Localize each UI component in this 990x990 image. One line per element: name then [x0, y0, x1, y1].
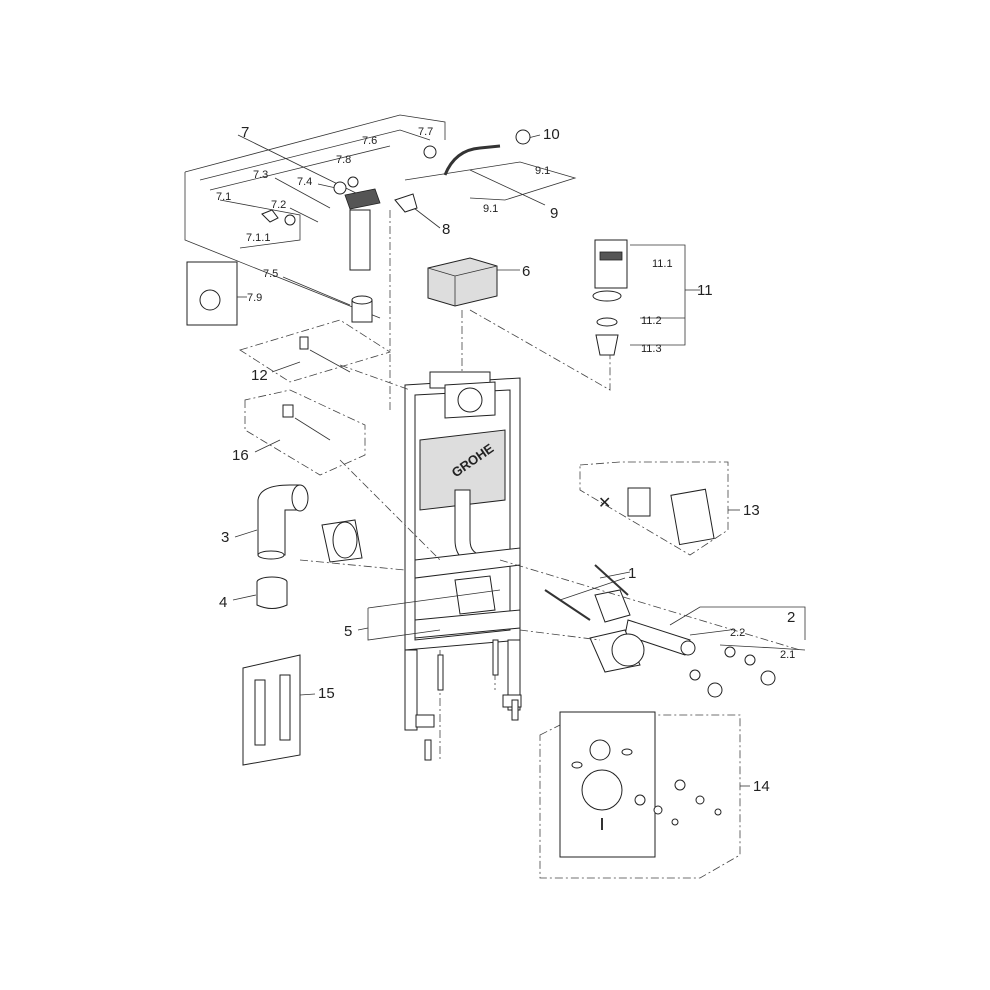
- label-14: 14: [753, 778, 770, 795]
- part-16-panel: [244, 389, 366, 476]
- label-7-8: 7.8: [336, 154, 351, 166]
- label-4: 4: [219, 594, 227, 611]
- label-7-5: 7.5: [263, 268, 278, 280]
- label-2-2: 2.2: [730, 627, 745, 639]
- part-14-box: [539, 711, 750, 879]
- x-mark-icon: ✕: [598, 495, 611, 512]
- part-12-panel: [239, 319, 391, 383]
- label-10: 10: [543, 126, 560, 143]
- installation-frame: GROHE: [299, 210, 611, 761]
- label-7-3: 7.3: [253, 169, 268, 181]
- part-13-box: ✕: [579, 461, 740, 556]
- fill-valve-assembly: [261, 129, 531, 323]
- part-7-9-box: [186, 261, 247, 326]
- label-11-2: 11.2: [641, 315, 662, 327]
- label-8: 8: [442, 221, 450, 238]
- label-7-1: 7.1: [216, 191, 231, 203]
- label-9-1-b: 9.1: [483, 203, 498, 215]
- label-7-2: 7.2: [271, 199, 286, 211]
- part-4-connector: [232, 576, 288, 609]
- label-1: 1: [628, 565, 636, 582]
- part-3-elbow: [234, 484, 363, 563]
- label-6: 6: [522, 263, 530, 280]
- part-6-cistern-box: [427, 257, 498, 307]
- label-9-1-a: 9.1: [535, 165, 550, 177]
- label-7-7: 7.7: [418, 126, 433, 138]
- part-11-flush-valve: [592, 239, 628, 356]
- label-15: 15: [318, 685, 335, 702]
- label-11-3: 11.3: [641, 343, 662, 355]
- part-5-bracket: [357, 589, 501, 641]
- label-3: 3: [221, 529, 229, 546]
- label-9: 9: [550, 205, 558, 222]
- label-5: 5: [344, 623, 352, 640]
- label-2: 2: [787, 609, 795, 626]
- label-7-6: 7.6: [362, 135, 377, 147]
- part-1-2-pipes: [499, 559, 806, 698]
- label-13: 13: [743, 502, 760, 519]
- label-7-9: 7.9: [247, 292, 262, 304]
- label-7-1-1: 7.1.1: [246, 232, 270, 244]
- part-labels: 7.7 7.6 7 7.8 10 9.1 9.1 9 7.3 7.4 7.1 7…: [216, 124, 795, 795]
- label-7: 7: [241, 124, 249, 141]
- label-7-4: 7.4: [297, 176, 312, 188]
- part-15-box: [242, 654, 316, 766]
- label-16: 16: [232, 447, 249, 464]
- label-11: 11: [697, 282, 713, 299]
- label-2-1: 2.1: [780, 649, 795, 661]
- label-11-1: 11.1: [652, 258, 673, 270]
- label-12: 12: [251, 367, 268, 384]
